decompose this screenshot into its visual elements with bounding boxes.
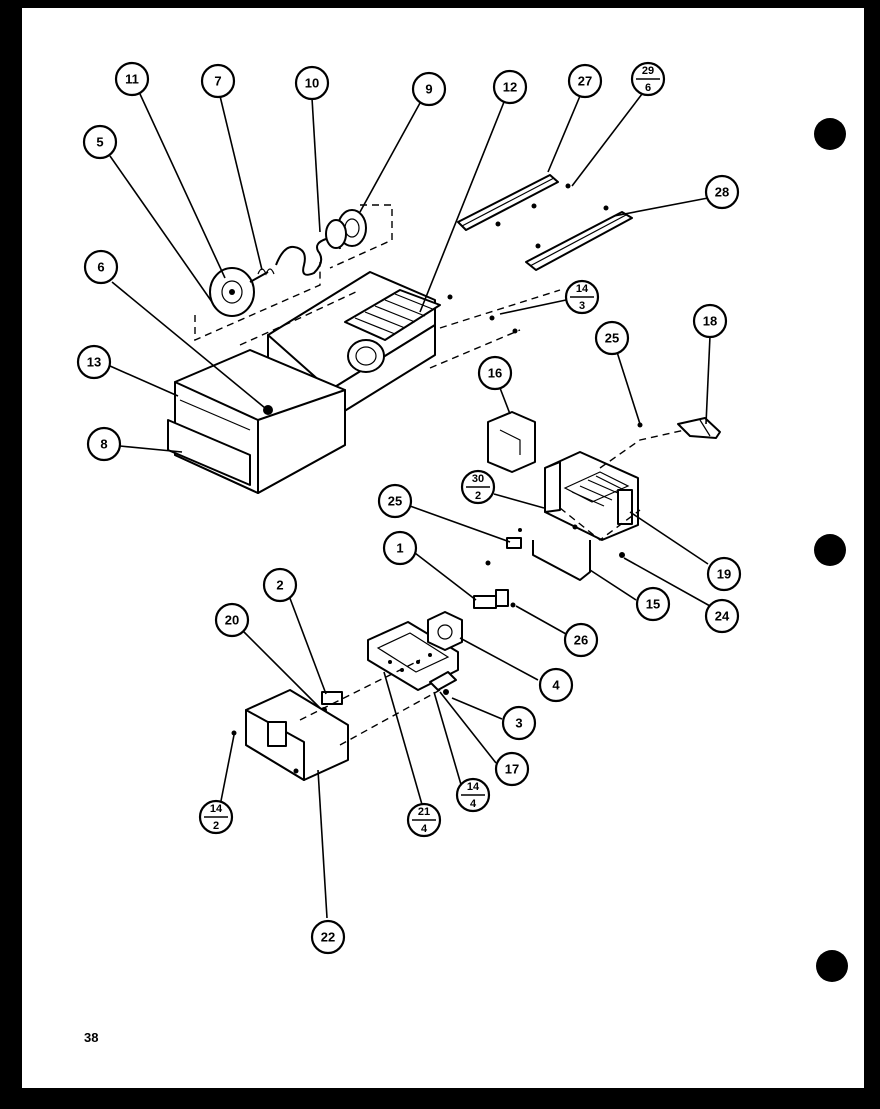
callout-8: 8	[86, 426, 122, 462]
svg-text:14: 14	[210, 803, 223, 815]
part-28-rail	[525, 205, 633, 271]
svg-text:30: 30	[472, 473, 484, 485]
svg-text:18: 18	[703, 313, 717, 328]
callout-27: 27	[567, 63, 603, 99]
callout-12: 12	[492, 69, 528, 105]
part-22-cover	[231, 689, 349, 781]
svg-text:10: 10	[305, 75, 319, 90]
svg-text:4: 4	[470, 798, 477, 810]
callout-6: 6	[83, 249, 119, 285]
svg-text:28: 28	[715, 184, 729, 199]
svg-text:25: 25	[388, 493, 402, 508]
part-27-rail	[457, 174, 571, 231]
svg-text:9: 9	[425, 81, 432, 96]
svg-text:19: 19	[717, 566, 731, 581]
binder-hole-top	[814, 118, 846, 150]
part-11-shaft	[249, 271, 269, 283]
svg-text:26: 26	[574, 632, 588, 647]
callout-9: 9	[411, 71, 447, 107]
auger-motor-assembly	[194, 204, 393, 342]
page-number: 38	[84, 1030, 99, 1045]
svg-text:20: 20	[225, 612, 239, 627]
callout-24: 24	[704, 598, 740, 634]
svg-text:3: 3	[515, 715, 522, 730]
part-18-bracket	[677, 417, 721, 439]
callout-5: 5	[82, 124, 118, 160]
svg-text:1: 1	[396, 540, 403, 555]
svg-text:21: 21	[418, 806, 430, 818]
callout-18: 18	[692, 303, 728, 339]
callout-25-middle: 25	[377, 483, 413, 519]
svg-text:7: 7	[214, 73, 221, 88]
callout-4: 4	[538, 667, 574, 703]
callout-15: 15	[635, 586, 671, 622]
callout-10: 10	[294, 65, 330, 101]
svg-text:16: 16	[488, 365, 502, 380]
callout-7: 7	[200, 63, 236, 99]
callout-22: 22	[310, 919, 346, 955]
callout-14-4: 144	[455, 777, 491, 813]
svg-text:6: 6	[645, 82, 651, 94]
leader-lines	[109, 93, 711, 919]
callout-3: 3	[501, 705, 537, 741]
callout-26: 26	[563, 622, 599, 658]
callout-11: 11	[114, 61, 150, 97]
svg-text:25: 25	[605, 330, 619, 345]
part-15-bail-arm	[532, 540, 591, 581]
svg-text:6: 6	[97, 259, 104, 274]
callout-1: 1	[382, 530, 418, 566]
svg-text:22: 22	[321, 929, 335, 944]
svg-text:17: 17	[505, 761, 519, 776]
svg-text:14: 14	[576, 283, 589, 295]
callout-30-2: 302	[460, 469, 496, 505]
callout-28: 28	[704, 174, 740, 210]
part-4-motor	[427, 611, 463, 651]
svg-text:15: 15	[646, 596, 660, 611]
binder-hole-middle	[814, 534, 846, 566]
callout-14-3: 143	[564, 279, 600, 315]
callout-29-6: 296	[630, 61, 666, 97]
callout-20: 20	[214, 602, 250, 638]
callout-25-upper: 25	[594, 320, 630, 356]
svg-text:14: 14	[467, 781, 480, 793]
callout-14-2: 142	[198, 799, 234, 835]
part-6-knob	[263, 405, 273, 415]
svg-text:11: 11	[125, 71, 139, 86]
callout-17: 17	[494, 751, 530, 787]
svg-text:2: 2	[213, 820, 219, 832]
part-16-shield	[487, 411, 536, 473]
part-19-ice-maker	[544, 451, 639, 541]
callout-19: 19	[706, 556, 742, 592]
svg-text:24: 24	[715, 608, 730, 623]
callout-13: 13	[76, 344, 112, 380]
callout-2: 2	[262, 567, 298, 603]
callout-16: 16	[477, 355, 513, 391]
svg-text:2: 2	[475, 490, 481, 502]
part-25-clip	[506, 537, 522, 549]
svg-text:12: 12	[503, 79, 517, 94]
parts-3-17-bracket	[429, 671, 457, 695]
svg-text:2: 2	[276, 577, 283, 592]
svg-text:8: 8	[100, 436, 107, 451]
part-7-spring	[257, 268, 275, 276]
svg-text:3: 3	[579, 300, 585, 312]
part-26-screw	[510, 602, 516, 608]
callout-21-4: 214	[406, 802, 442, 838]
binder-hole-bottom	[816, 950, 848, 982]
svg-text:5: 5	[96, 134, 103, 149]
part-1-switch	[473, 589, 509, 609]
svg-text:4: 4	[552, 677, 560, 692]
parts-8-13-bucket-front	[167, 349, 346, 494]
part-24-screw	[619, 552, 625, 558]
svg-text:29: 29	[642, 65, 654, 77]
svg-text:27: 27	[578, 73, 592, 88]
svg-text:13: 13	[87, 354, 101, 369]
svg-text:4: 4	[421, 823, 428, 835]
